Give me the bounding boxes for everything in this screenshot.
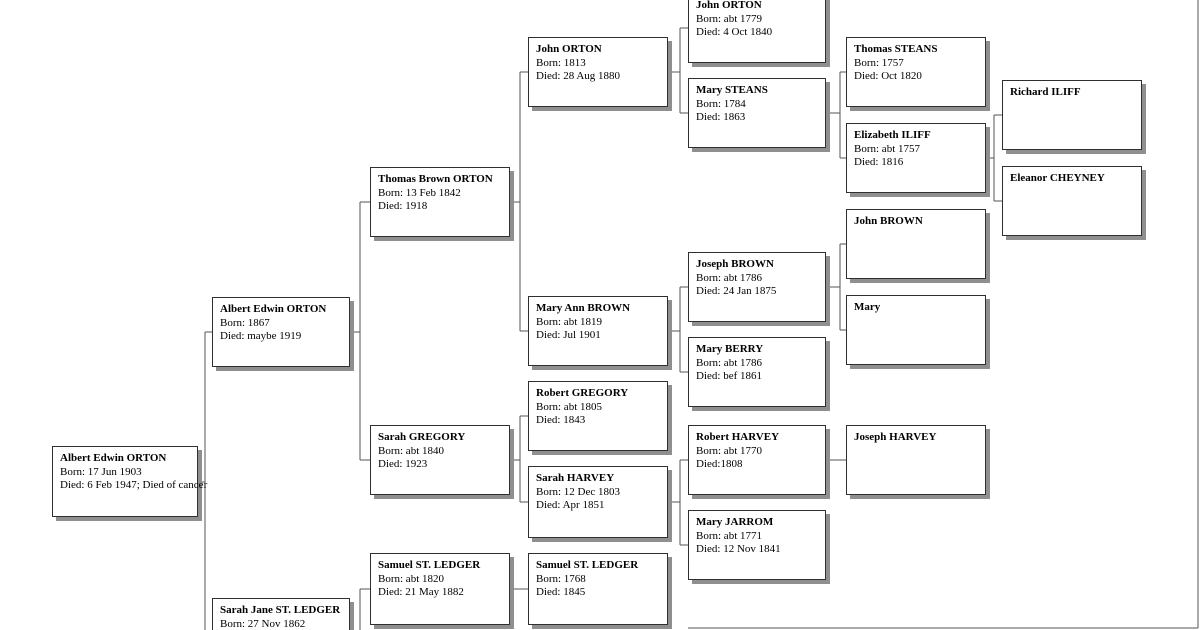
person-born-date: Born: 1813 [536,56,586,69]
person-born-date: Born: 27 Nov 1862 [220,617,306,630]
person-name: Albert Edwin ORTON [220,303,327,315]
person-born-date: Born: abt 1771 [696,529,762,542]
person-died-date: Died: bef 1861 [696,370,762,382]
person-box-richard-iliff[interactable]: Richard ILIFF [1002,80,1142,150]
person-name: Albert Edwin ORTON [60,452,167,464]
person-died-date: Died: Oct 1820 [854,70,922,82]
person-died-date: Died: 1816 [854,156,904,168]
person-name: John BROWN [854,215,923,227]
person-name: Sarah GREGORY [378,431,466,443]
person-died-date: Died: 21 May 1882 [378,586,464,598]
person-died-date: Died:1808 [696,458,743,470]
person-born-date: Born: abt 1786 [696,271,762,284]
person-died-date: Died: 24 Jan 1875 [696,285,777,297]
person-name: Sarah HARVEY [536,472,615,484]
person-name: Elizabeth ILIFF [854,129,931,141]
person-name: Mary JARROM [696,516,774,528]
person-died-date: Died: 4 Oct 1840 [696,26,773,38]
person-died-date: Died: 28 Aug 1880 [536,70,621,82]
person-died-date: Died: 1845 [536,586,586,598]
person-name: Eleanor CHEYNEY [1010,172,1105,184]
person-name: Mary STEANS [696,84,768,96]
person-name: Mary [854,301,881,313]
person-name: Samuel ST. LEDGER [536,559,639,571]
person-name: Joseph BROWN [696,258,774,270]
person-born-date: Born: abt 1779 [696,12,762,25]
person-box-eleanor-cheyney[interactable]: Eleanor CHEYNEY [1002,166,1142,236]
person-born-date: Born: 1757 [854,56,904,69]
person-born-date: Born: abt 1786 [696,356,762,369]
person-born-date: Born: abt 1840 [378,444,444,457]
person-name: Thomas STEANS [854,43,938,55]
person-box-joseph-harvey[interactable]: Joseph HARVEY [846,425,986,495]
person-name: Richard ILIFF [1010,86,1081,98]
person-died-date: Died: Jul 1901 [536,329,601,341]
person-born-date: Born: 12 Dec 1803 [536,485,621,498]
person-name: Mary Ann BROWN [536,302,631,314]
person-born-date: Born: abt 1770 [696,444,762,457]
person-born-date: Born: abt 1819 [536,315,602,328]
person-name: John ORTON [696,0,762,11]
person-name: Mary BERRY [696,343,764,355]
person-name: Thomas Brown ORTON [378,173,493,185]
person-born-date: Born: 17 Jun 1903 [60,465,142,478]
person-died-date: Died: Apr 1851 [536,499,605,511]
person-born-date: Born: abt 1805 [536,400,602,413]
person-name: Robert HARVEY [696,431,780,443]
person-died-date: Died: maybe 1919 [220,330,302,342]
person-born-date: Born: 13 Feb 1842 [378,186,461,199]
person-name: Robert GREGORY [536,387,629,399]
person-born-date: Born: 1867 [220,316,270,329]
person-name: Samuel ST. LEDGER [378,559,481,571]
person-name: Joseph HARVEY [854,431,937,443]
person-died-date: Died: 1863 [696,111,746,123]
person-box-john-brown[interactable]: John BROWN [846,209,986,279]
person-box-mary[interactable]: Mary [846,295,986,365]
person-died-date: Died: 12 Nov 1841 [696,543,781,555]
person-born-date: Born: abt 1757 [854,142,920,155]
person-name: John ORTON [536,43,602,55]
person-born-date: Born: abt 1820 [378,572,444,585]
person-died-date: Died: 6 Feb 1947; Died of cancer [60,479,208,491]
person-died-date: Died: 1923 [378,458,428,470]
person-died-date: Died: 1843 [536,414,586,426]
person-born-date: Born: 1784 [696,97,746,110]
person-name: Sarah Jane ST. LEDGER [220,604,341,616]
person-born-date: Born: 1768 [536,572,586,585]
person-died-date: Died: 1918 [378,200,428,212]
